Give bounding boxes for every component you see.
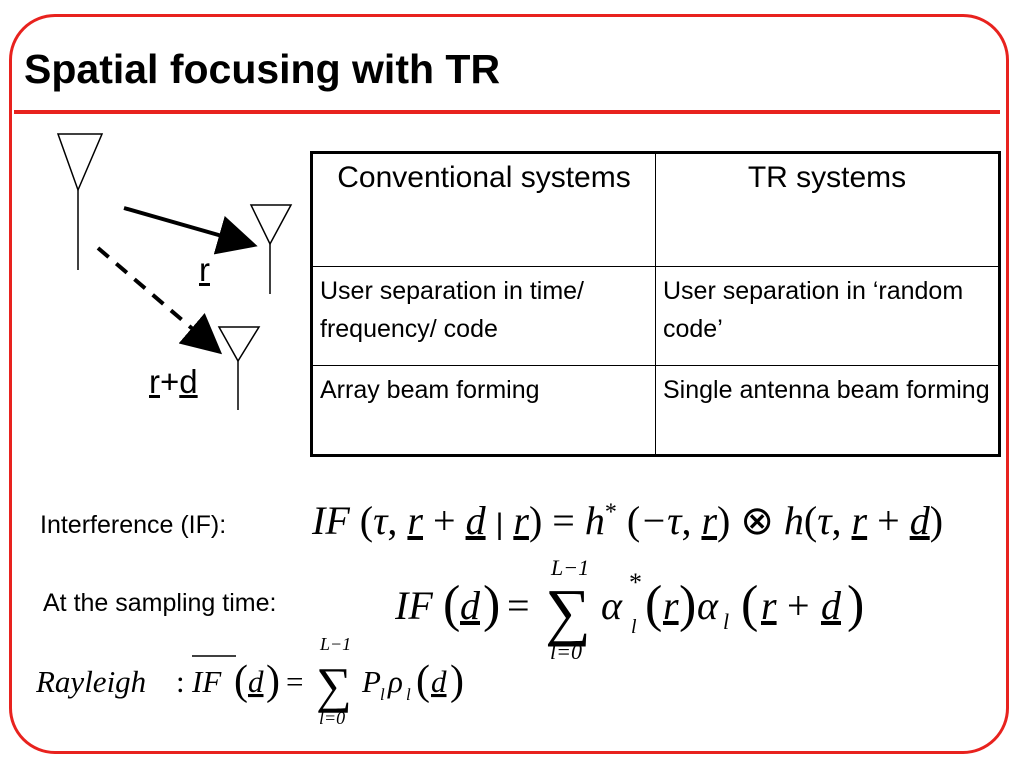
table-cell: User separation in time/ frequency/ code (311, 266, 656, 366)
eq-sum-bottom: l=0 (550, 639, 582, 664)
sampling-time-equation: IF ( d ) = L−1 ∑ l=0 α * l ( r ) α l ( r… (395, 557, 864, 664)
eq-symbol: l (723, 609, 729, 634)
eq-symbol: α (601, 583, 623, 628)
slide-frame (9, 14, 1009, 754)
eq-symbol: ρ (387, 664, 403, 699)
eq-sum-top: L−1 (319, 636, 351, 654)
eq-paren: ) (450, 658, 464, 704)
eq-symbol: r (701, 498, 718, 543)
eq-symbol: + (433, 498, 456, 543)
eq-symbol: α (697, 583, 719, 628)
eq-sum-top: L−1 (550, 557, 589, 580)
antenna-diagram (56, 133, 293, 410)
eq-symbol: IF (395, 583, 433, 628)
eq-paren: ) (483, 576, 500, 633)
sampling-time-label: At the sampling time: (43, 589, 277, 617)
eq-symbol: P (361, 664, 381, 699)
title-rule (14, 110, 1000, 114)
dashed-arrow-icon (96, 246, 223, 355)
eq-symbol: + (787, 583, 810, 628)
eq-symbol: τ (373, 498, 388, 543)
table-cell: Array beam forming (311, 365, 656, 456)
header-conventional: Conventional systems (311, 152, 656, 267)
position-r-label: r (199, 251, 210, 288)
eq-symbol: r (851, 498, 868, 543)
eq-symbol: l (406, 685, 411, 704)
eq-symbol: h (783, 498, 804, 543)
interference-label: Interference (IF): (40, 511, 227, 539)
eq-equals: = (286, 664, 303, 699)
eq-symbol: , (387, 498, 398, 543)
eq-paren: ( (645, 576, 662, 633)
eq-symbol: r (513, 498, 529, 543)
rayleigh-equation: Rayleigh : IF ( d ) = L−1 ∑ l=0 P l ρ l … (36, 636, 464, 728)
eq-symbol: Rayleigh (36, 664, 146, 699)
eq-symbol: d (431, 664, 447, 699)
d-part: d (179, 363, 198, 400)
table-cell: User separation in ‘random code’ (655, 266, 1000, 366)
transmitter-antenna-icon (56, 133, 104, 270)
eq-paren: ( (234, 658, 248, 704)
comparison-table: Conventional systems TR systems User sep… (310, 151, 1001, 457)
position-r-plus-d-label: r+d (149, 363, 198, 401)
page-title: Spatial focusing with TR (24, 46, 501, 92)
table-row: User separation in time/ frequency/ code… (311, 266, 1000, 366)
eq-paren: ( (741, 576, 758, 633)
eq-symbol: d (909, 498, 930, 543)
eq-symbol: , (681, 498, 692, 543)
eq-paren: ( (443, 576, 460, 633)
eq-symbol: τ (817, 498, 832, 543)
eq-symbol: * (629, 568, 642, 597)
header-tr: TR systems (655, 152, 1000, 267)
eq-symbol: r (663, 583, 679, 628)
eq-symbol: r (761, 583, 777, 628)
eq-sum: ∑ (545, 576, 591, 647)
receiver-antenna-rd-icon (217, 326, 261, 410)
table-cell: Single antenna beam forming (655, 365, 1000, 456)
eq-symbol: * (604, 499, 617, 526)
eq-symbol: ⊗ (740, 498, 774, 543)
table-header-row: Conventional systems TR systems (311, 152, 1000, 267)
receiver-antenna-r-icon (249, 204, 293, 294)
plus-part: + (160, 363, 180, 400)
eq-sum: ∑ (316, 657, 352, 713)
eq-colon: : (176, 664, 185, 699)
eq-paren: ) (679, 576, 696, 633)
eq-symbol: d (465, 498, 486, 543)
eq-symbol: −τ (640, 498, 682, 543)
eq-symbol: d (248, 664, 264, 699)
eq-symbol: l (631, 616, 637, 638)
solid-arrow-icon (123, 206, 258, 255)
eq-sum-bottom: l=0 (319, 708, 345, 728)
table-row: Array beam forming Single antenna beam f… (311, 365, 1000, 456)
eq-symbol: | (495, 508, 504, 541)
eq-paren: ( (416, 658, 430, 704)
eq-symbol: r (407, 498, 423, 543)
eq-paren: ) (847, 576, 864, 633)
r-part: r (149, 363, 160, 400)
eq-symbol: d (821, 583, 842, 628)
eq-symbol: IF (312, 498, 350, 543)
eq-symbol: l (380, 685, 385, 704)
interference-equation: IF (τ, r + d | r) = h* (−τ, r) ⊗ h(τ, r … (312, 498, 944, 543)
eq-symbol: IF (191, 664, 222, 699)
eq-symbol: + (877, 498, 900, 543)
eq-symbol: h (584, 498, 605, 543)
eq-symbol: d (460, 583, 481, 628)
eq-paren: ) (266, 658, 280, 704)
eq-symbol: , (831, 498, 842, 543)
eq-equals: = (507, 583, 530, 628)
